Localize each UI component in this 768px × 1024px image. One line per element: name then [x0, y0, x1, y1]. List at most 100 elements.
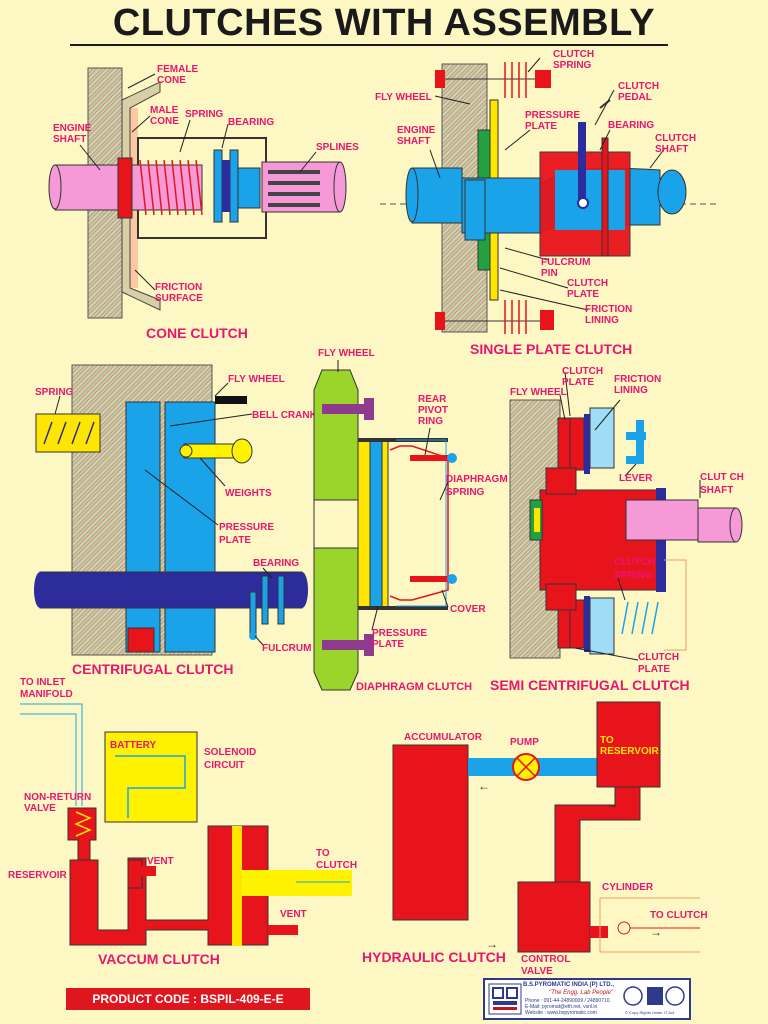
label-single-bearing: BEARING: [608, 120, 654, 131]
svg-text:CONTROL: CONTROL: [521, 954, 570, 965]
caption-semi-centrifugal-clutch: SEMI CENTRIFUGAL CLUTCH: [490, 677, 690, 693]
label-cone-spring: SPRING: [185, 109, 224, 120]
svg-text:SHAFT: SHAFT: [53, 134, 86, 145]
label-centrifugal-bearing: BEARING: [253, 558, 299, 569]
label-non-return-valve-1: NON-RETURN: [24, 792, 91, 803]
svg-text:PRESSURE: PRESSURE: [525, 110, 580, 121]
hydraulic-clutch: ← → → → ACCUMULATOR PUMP TO RESERVOIR CY…: [362, 702, 708, 977]
svg-text:TO: TO: [600, 735, 614, 746]
semi-clutch-shaft: [626, 500, 698, 540]
svg-text:CLUTCH: CLUTCH: [618, 81, 659, 92]
label-non-return-valve-2: VALVE: [24, 803, 56, 814]
label-diaphragm-pressure-plate-1: PRESSURE: [372, 628, 427, 639]
label-vacuum-to-clutch-1: TO: [316, 848, 330, 859]
svg-text:REAR: REAR: [418, 394, 447, 405]
svg-text:PLATE: PLATE: [219, 535, 251, 546]
caption-centrifugal-clutch: CENTRIFUGAL CLUTCH: [72, 661, 234, 677]
svg-text:PLATE: PLATE: [638, 664, 670, 675]
centrifugal-disc: [165, 402, 215, 652]
semi-lever: [636, 420, 644, 456]
label-bell-crank: BELL CRANK: [252, 410, 318, 421]
company-logo-icon: [488, 983, 522, 1015]
svg-text:SHAFT: SHAFT: [655, 144, 688, 155]
centrifugal-weight: [232, 439, 252, 463]
svg-text:FULCRUM: FULCRUM: [541, 257, 590, 268]
svg-text:PRESSURE: PRESSURE: [219, 522, 274, 533]
svg-text:SHAFT: SHAFT: [700, 485, 733, 496]
svg-text:MALE: MALE: [150, 105, 179, 116]
label-to-inlet-manifold-2: MANIFOLD: [20, 689, 73, 700]
label-single-pressure-plate-1: PRESSURE: [525, 110, 580, 121]
svg-text:CLUT CH: CLUT CH: [700, 472, 744, 483]
label-to-inlet-manifold-1: TO INLET: [20, 677, 65, 688]
label-rear-pivot-ring-2: PIVOT: [418, 405, 448, 416]
label-friction-surface-1: FRICTION: [155, 282, 202, 293]
label-vacuum-reservoir: RESERVOIR: [8, 870, 67, 881]
svg-text:SOLENOID: SOLENOID: [204, 747, 256, 758]
label-single-fly-wheel: FLY WHEEL: [375, 92, 432, 103]
label-semi-friction-lining-1: FRICTION: [614, 374, 661, 385]
company-name: B.S.PYROMATIC INDIA (P) LTD.,: [523, 982, 614, 988]
caption-cone-clutch: CONE CLUTCH: [146, 325, 248, 341]
label-vacuum-vent-top: VENT: [147, 856, 174, 867]
label-control-valve-1: CONTROL: [521, 954, 570, 965]
certification-icon: [623, 985, 687, 1007]
diaphragm-bolt-top: [322, 404, 364, 414]
label-centrifugal-fly-wheel: FLY WHEEL: [228, 374, 285, 385]
label-to-reservoir-1: TO: [600, 735, 614, 746]
centrifugal-clutch: SPRING FLY WHEEL BELL CRANK WEIGHTS PRES…: [34, 365, 318, 677]
diaphragm-bolt-bottom: [322, 640, 364, 650]
svg-text:NON-RETURN: NON-RETURN: [24, 792, 91, 803]
svg-text:RING: RING: [418, 416, 443, 427]
label-solenoid-circuit-2: CIRCUIT: [204, 760, 245, 771]
label-male-cone-2: CONE: [150, 116, 179, 127]
label-semi-clutch-spring-2: SPRING: [614, 570, 653, 581]
semi-centrifugal-clutch: CLUTCH PLATE FRICTION LINING FLY WHEEL L…: [490, 366, 744, 693]
svg-text:SPRING: SPRING: [614, 570, 653, 581]
label-single-friction-lining-2: LINING: [585, 315, 619, 326]
svg-text:MANIFOLD: MANIFOLD: [20, 689, 73, 700]
label-semi-clutch-plate-top-1: CLUTCH: [562, 366, 603, 377]
svg-text:FRICTION: FRICTION: [585, 304, 632, 315]
centrifugal-bearing: [262, 576, 268, 624]
svg-text:LINING: LINING: [585, 315, 619, 326]
label-male-cone-1: MALE: [150, 105, 179, 116]
svg-text:SHAFT: SHAFT: [397, 136, 430, 147]
svg-text:SPRING: SPRING: [553, 60, 592, 71]
label-rear-pivot-ring-3: RING: [418, 416, 443, 427]
label-battery: BATTERY: [110, 740, 156, 751]
svg-text:ENGINE: ENGINE: [53, 123, 92, 134]
diaphragm-clutch: FLY WHEEL REAR PIVOT RING DIAPHRAGM SPRI…: [314, 348, 508, 693]
svg-text:PRESSURE: PRESSURE: [372, 628, 427, 639]
label-centrifugal-spring: SPRING: [35, 387, 74, 398]
svg-text:CLUTCH: CLUTCH: [316, 860, 357, 871]
label-rear-pivot-ring-1: REAR: [418, 394, 447, 405]
label-semi-clutch-plate-top-2: PLATE: [562, 377, 594, 388]
cone-clutch: FEMALE CONE MALE CONE SPRING BEARING ENG…: [49, 64, 359, 341]
single-plate-clutch: CLUTCH SPRING CLUTCH PEDAL FLY WHEEL PRE…: [375, 49, 720, 357]
svg-text:→: →: [650, 925, 662, 939]
svg-text:PLATE: PLATE: [372, 639, 404, 650]
svg-text:RESERVOIR: RESERVOIR: [600, 746, 659, 757]
label-splines: SPLINES: [316, 142, 359, 153]
label-single-clutch-shaft-1: CLUTCH: [655, 133, 696, 144]
svg-text:FEMALE: FEMALE: [157, 64, 198, 75]
label-vacuum-to-clutch-2: CLUTCH: [316, 860, 357, 871]
diaphragm-rivet-bottom: [410, 576, 450, 582]
label-diaphragm-spring-2: SPRING: [446, 487, 485, 498]
label-single-engine-shaft-1: ENGINE: [397, 125, 436, 136]
label-single-engine-shaft-2: SHAFT: [397, 136, 430, 147]
svg-text:PIN: PIN: [541, 268, 558, 279]
single-pedal-lever: [578, 122, 586, 204]
vacuum-rod: [242, 870, 352, 896]
label-cylinder: CYLINDER: [602, 882, 654, 893]
label-clutch-pedal-2: PEDAL: [618, 92, 652, 103]
svg-text:VALVE: VALVE: [24, 803, 56, 814]
label-semi-clutch-plate-bottom-1: CLUTCH: [638, 652, 679, 663]
caption-hydraulic-clutch: HYDRAULIC CLUTCH: [362, 949, 506, 965]
svg-text:VALVE: VALVE: [521, 966, 553, 977]
label-clutch-pedal-1: CLUTCH: [618, 81, 659, 92]
label-control-valve-2: VALVE: [521, 966, 553, 977]
svg-text:PLATE: PLATE: [562, 377, 594, 388]
